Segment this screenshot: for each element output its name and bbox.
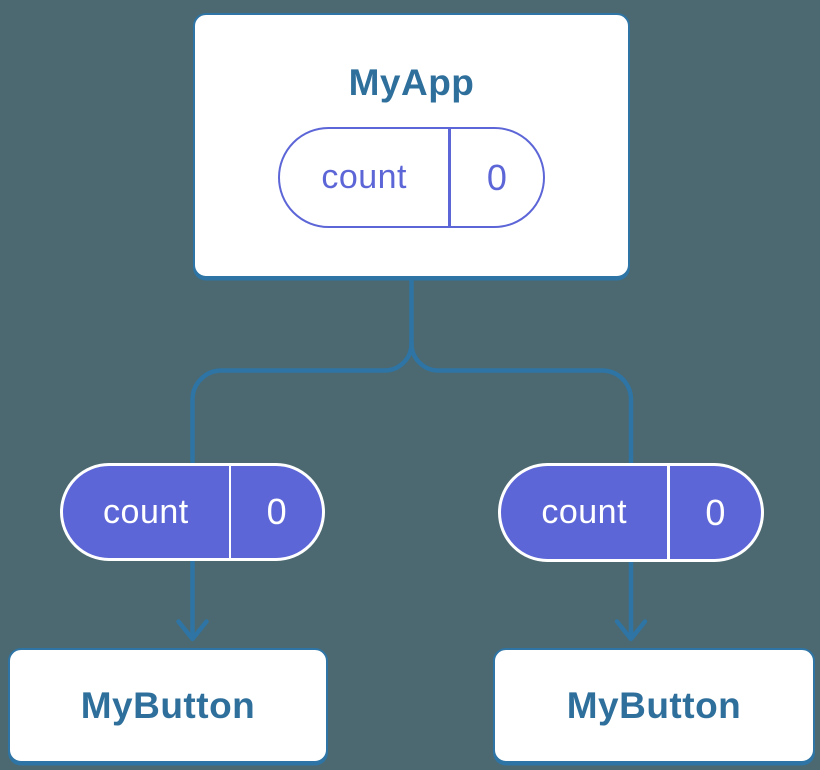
node-mybutton-right: MyButton bbox=[493, 648, 815, 763]
arrow-down-icon bbox=[176, 619, 209, 642]
node-myapp: MyApp count 0 bbox=[193, 13, 630, 278]
state-name-label: count bbox=[103, 492, 189, 531]
pill-divider bbox=[448, 129, 451, 226]
pill-divider bbox=[228, 466, 232, 558]
right-branch-line bbox=[409, 340, 634, 640]
state-value-label: 0 bbox=[266, 491, 287, 532]
state-value-label: 0 bbox=[486, 156, 507, 198]
left-branch-line bbox=[190, 340, 414, 640]
arrow-down-icon bbox=[614, 619, 648, 642]
state-pill-right-child: count 0 bbox=[498, 463, 764, 562]
state-pill-left-child: count 0 bbox=[60, 463, 325, 561]
state-name-label: count bbox=[321, 158, 407, 196]
node-mybutton-left: MyButton bbox=[8, 648, 328, 763]
node-title: MyButton bbox=[80, 684, 256, 726]
state-pill-myapp: count 0 bbox=[278, 127, 545, 228]
node-title: MyApp bbox=[348, 62, 475, 103]
pill-divider bbox=[667, 466, 670, 559]
node-title: MyButton bbox=[566, 684, 742, 726]
state-value-label: 0 bbox=[705, 491, 726, 533]
state-name-label: count bbox=[541, 493, 628, 531]
